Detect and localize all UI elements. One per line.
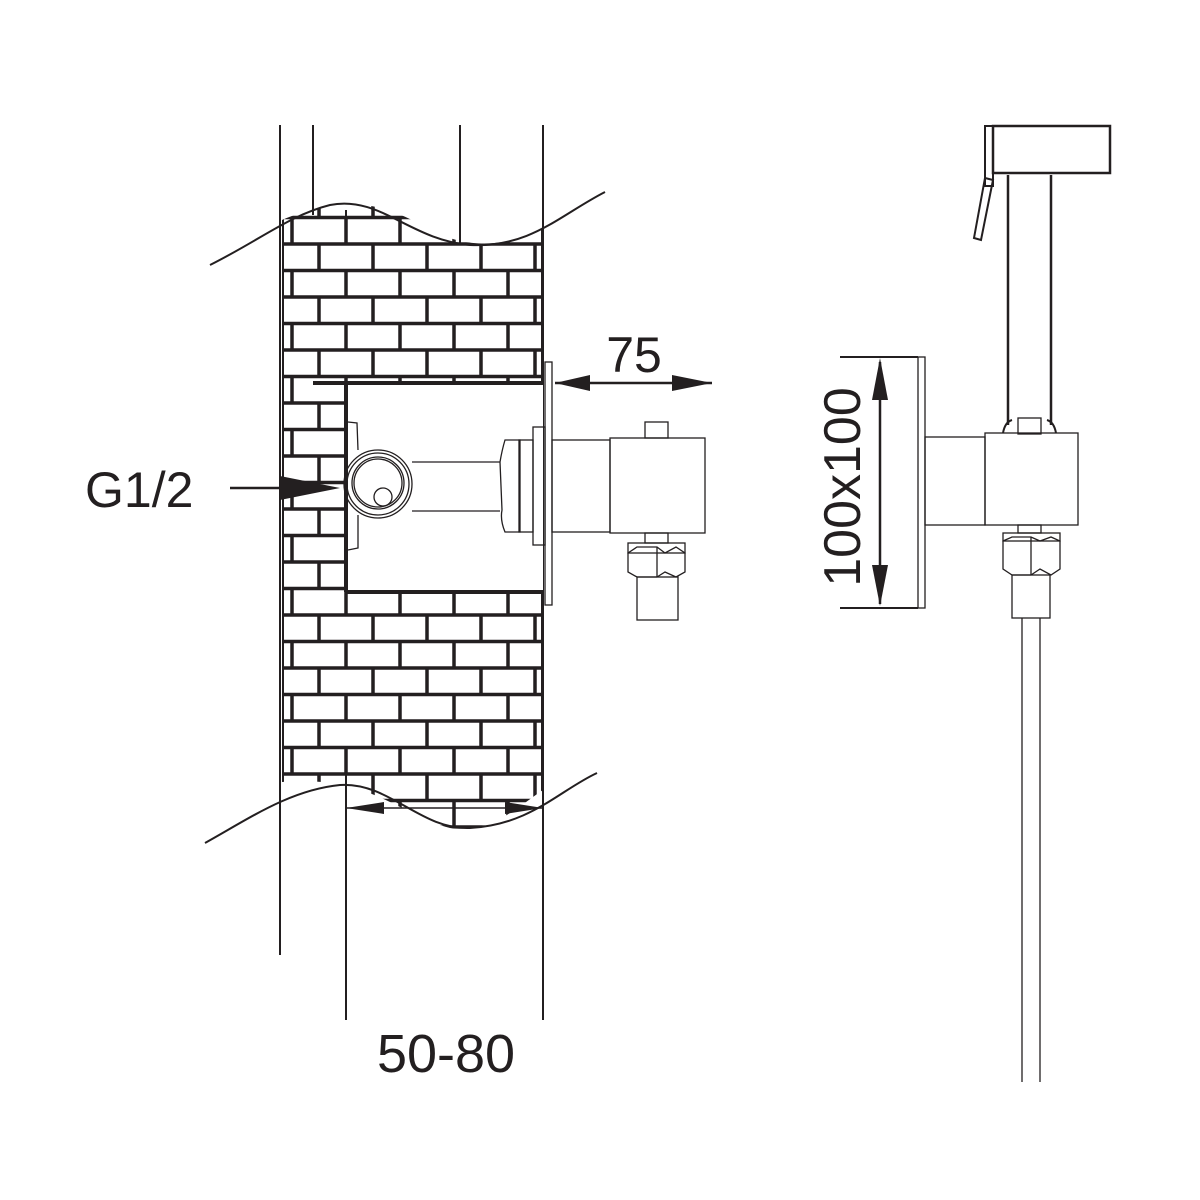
wall-thickness-dimension: 50-80 bbox=[346, 802, 543, 1084]
hand-shower bbox=[972, 124, 1112, 434]
arrow-icon bbox=[280, 476, 340, 500]
plate-size-label: 100x100 bbox=[814, 387, 872, 587]
thread-callout: G1/2 bbox=[85, 462, 340, 518]
projection-dimension: 75 bbox=[555, 327, 712, 391]
valve-body-concealed bbox=[343, 421, 546, 551]
thread-label: G1/2 bbox=[85, 462, 193, 518]
plate-size-dimension: 100x100 bbox=[814, 356, 918, 609]
front-assembly bbox=[917, 356, 1079, 1082]
wall-plate-side bbox=[544, 361, 706, 621]
wall-thickness-label: 50-80 bbox=[377, 1024, 515, 1084]
projection-label: 75 bbox=[606, 327, 662, 383]
